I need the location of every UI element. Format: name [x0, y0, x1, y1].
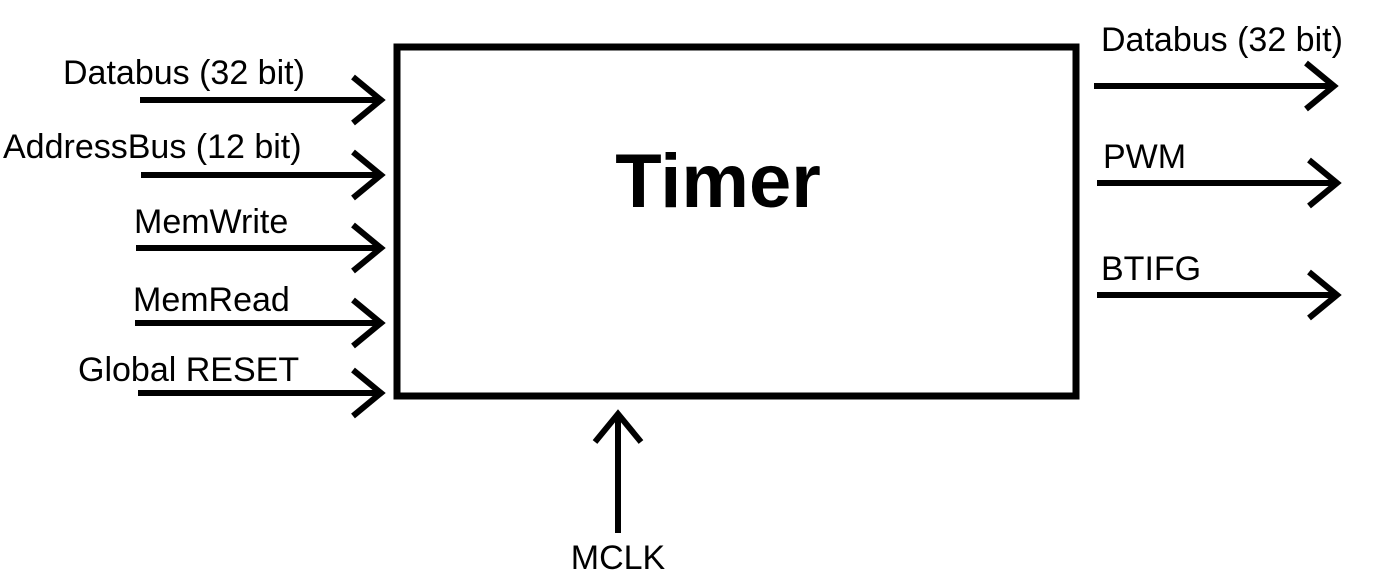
input-memwrite-arrowhead — [351, 222, 386, 274]
input-memread-label: MemRead — [133, 281, 290, 319]
input-mclk: MCLK — [571, 409, 666, 577]
input-global-reset: Global RESET — [78, 351, 386, 419]
output-btifg-label: BTIFG — [1101, 250, 1201, 288]
output-databus: Databus (32 bit) — [1094, 21, 1343, 112]
input-memread: MemRead — [133, 281, 386, 349]
input-memwrite: MemWrite — [134, 203, 386, 274]
input-addressbus: AddressBus (12 bit) — [3, 128, 386, 201]
input-databus-arrowhead — [351, 74, 386, 126]
input-memread-arrowhead — [351, 297, 386, 349]
input-mclk-arrowhead — [592, 409, 644, 444]
input-addressbus-label: AddressBus (12 bit) — [3, 128, 302, 166]
output-btifg: BTIFG — [1097, 250, 1342, 321]
output-pwm-arrowhead — [1307, 157, 1342, 209]
timer-block — [393, 43, 1080, 400]
input-mclk-label: MCLK — [571, 539, 666, 577]
output-pwm-label: PWM — [1103, 138, 1186, 176]
input-memwrite-label: MemWrite — [134, 203, 288, 241]
output-databus-arrowhead — [1304, 60, 1339, 112]
output-btifg-arrowhead — [1307, 269, 1342, 321]
output-pwm: PWM — [1097, 138, 1342, 209]
output-databus-label: Databus (32 bit) — [1101, 21, 1343, 59]
input-databus: Databus (32 bit) — [63, 54, 386, 126]
input-databus-label: Databus (32 bit) — [63, 54, 305, 92]
input-global-reset-arrowhead — [351, 367, 386, 419]
input-addressbus-arrowhead — [351, 149, 386, 201]
input-global-reset-label: Global RESET — [78, 351, 299, 389]
timer-title: Timer — [615, 139, 821, 224]
